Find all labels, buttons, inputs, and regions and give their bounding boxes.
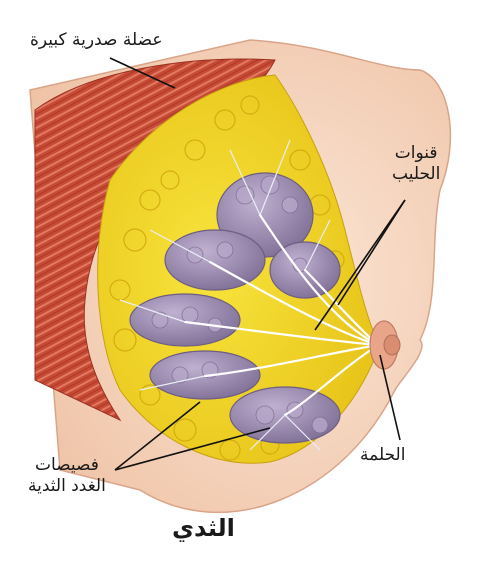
muscle-leader: [109, 57, 176, 89]
duct-branches: [119, 139, 331, 451]
lobules-label: فصيصات الغدد الثدية: [28, 455, 106, 498]
pectoral-muscle-text: عضلة صدرية كبيرة: [30, 30, 163, 50]
nipple-label: الحلمة: [360, 445, 405, 466]
lobules-leader-2: [114, 427, 271, 471]
milk-ducts-text-2: الحليب: [392, 164, 441, 185]
nipple: [383, 334, 401, 356]
leader-lines: [109, 57, 406, 471]
nipple-leader: [379, 354, 401, 441]
milk-ducts-label: قنوات الحليب: [392, 143, 440, 186]
diagram-title-text: الثدي: [172, 514, 235, 542]
ducts-leader-2: [314, 199, 406, 331]
lobules-leader-1: [114, 401, 201, 471]
diagram-title: الثدي: [172, 513, 235, 543]
lobule: [164, 229, 266, 291]
lobule-texture: [151, 175, 329, 434]
milk-ducts: [183, 213, 380, 417]
nipple-text: الحلمة: [360, 445, 406, 465]
pectoral-muscle-label: عضلة صدرية كبيرة: [30, 30, 163, 51]
lobules-text-1: فصيصات: [34, 455, 99, 475]
lobules-text-2: الغدد الثدية: [28, 476, 106, 497]
milk-ducts-text-1: قنوات: [394, 143, 438, 163]
